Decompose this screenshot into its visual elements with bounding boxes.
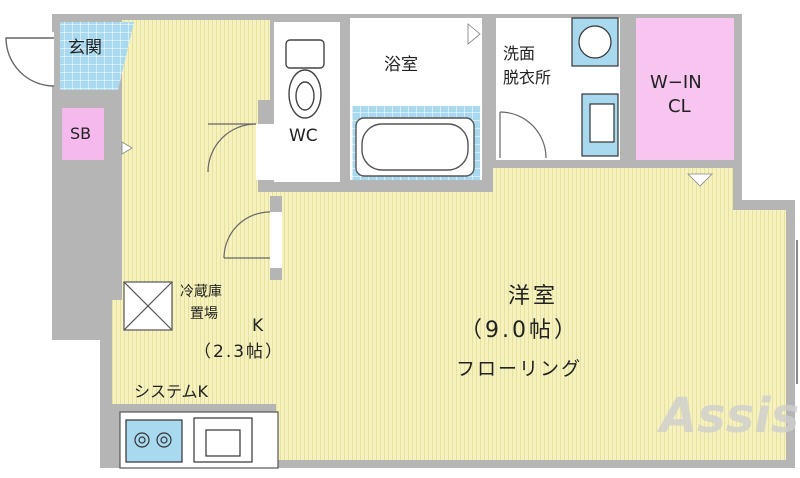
walk-in-closet xyxy=(636,18,734,160)
stove xyxy=(125,419,183,463)
wc-door xyxy=(207,123,257,173)
fridge-space xyxy=(123,281,173,331)
closet-door-arrow xyxy=(687,173,713,187)
toilet xyxy=(285,39,325,119)
floor-area xyxy=(112,20,786,460)
closet-label-2: CL xyxy=(668,96,691,117)
vanity xyxy=(581,93,619,157)
watermark: Assist xyxy=(656,388,800,444)
washroom-label-1: 洗面 xyxy=(503,44,536,63)
western-room-size: （9.0帖） xyxy=(460,318,579,343)
washroom-door xyxy=(499,111,547,159)
entrance-floor xyxy=(122,20,270,100)
wc-door-gap xyxy=(256,124,274,180)
western-room-floor: フローリング xyxy=(456,358,583,380)
genkan-tile xyxy=(60,22,134,90)
bath-label: 浴室 xyxy=(384,55,418,75)
entry-door xyxy=(5,32,55,87)
sb-door-arrow xyxy=(121,141,133,155)
wc-label: WC xyxy=(289,126,318,146)
room-door xyxy=(223,211,271,259)
fridge-label-1: 冷蔵庫 xyxy=(180,284,222,300)
genkan-label: 玄関 xyxy=(68,38,102,58)
kitchen-name: K xyxy=(252,316,264,336)
washroom-label-2: 脱衣所 xyxy=(503,68,552,87)
kitchen-sink xyxy=(193,417,253,463)
room-door-gap xyxy=(270,212,282,268)
western-room-name: 洋室 xyxy=(508,284,559,309)
system-kitchen-label: システムK xyxy=(134,382,209,401)
bath-door-arrow xyxy=(467,23,481,45)
sb-label: SB xyxy=(70,124,92,143)
sb-storage xyxy=(62,108,104,160)
fridge-label-2: 置場 xyxy=(190,306,218,322)
kitchen-size: （2.3帖） xyxy=(194,342,285,362)
washing-machine xyxy=(571,17,619,67)
closet-label-1: W−IN xyxy=(650,72,702,93)
